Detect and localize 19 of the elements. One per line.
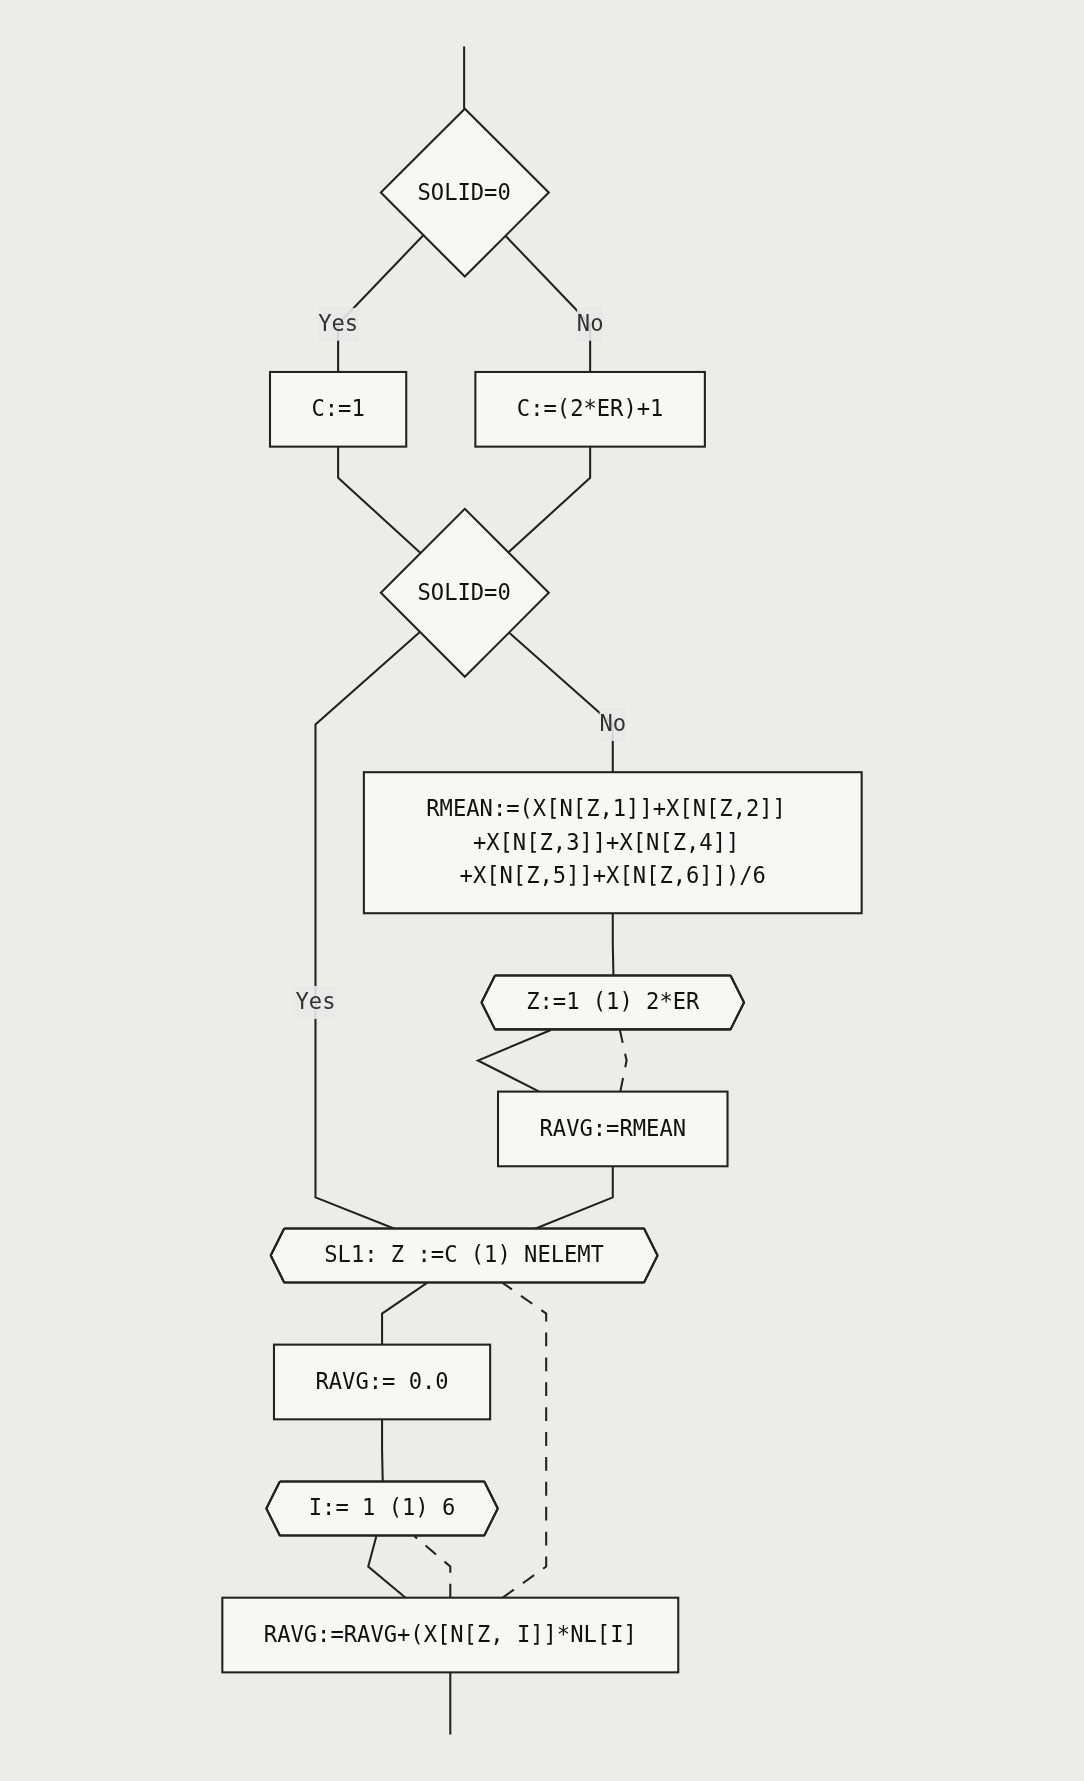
connector bbox=[413, 1535, 452, 1598]
node-box: C:=1 bbox=[268, 370, 408, 448]
edge-label: Yes bbox=[295, 988, 336, 1015]
connector bbox=[618, 1029, 628, 1092]
edge-label: Yes bbox=[318, 310, 359, 337]
node-box: RAVG:=RAVG+(X[N[Z, I]]*NL[I] bbox=[221, 1596, 680, 1674]
node-box: RAVG:= 0.0 bbox=[272, 1343, 492, 1421]
edge-label: No bbox=[576, 310, 604, 337]
connector bbox=[381, 1282, 428, 1345]
connector bbox=[507, 446, 592, 554]
node-box: C:=(2*ER)+1 bbox=[474, 370, 706, 448]
connector bbox=[463, 46, 466, 109]
node-diamond: SOLID=0 bbox=[379, 507, 551, 679]
node-diamond: SOLID=0 bbox=[379, 107, 551, 279]
node-box: RAVG:=RMEAN bbox=[497, 1090, 729, 1168]
connector bbox=[449, 1672, 452, 1735]
node-box: RMEAN:=(X[N[Z,1]]+X[N[Z,2]] +X[N[Z,3]]+X[N[Z,4]] +X[N[Z,5]]+X[N[Z,6]])/6 bbox=[362, 771, 863, 915]
edge-label: No bbox=[599, 710, 627, 737]
connector bbox=[337, 446, 421, 554]
